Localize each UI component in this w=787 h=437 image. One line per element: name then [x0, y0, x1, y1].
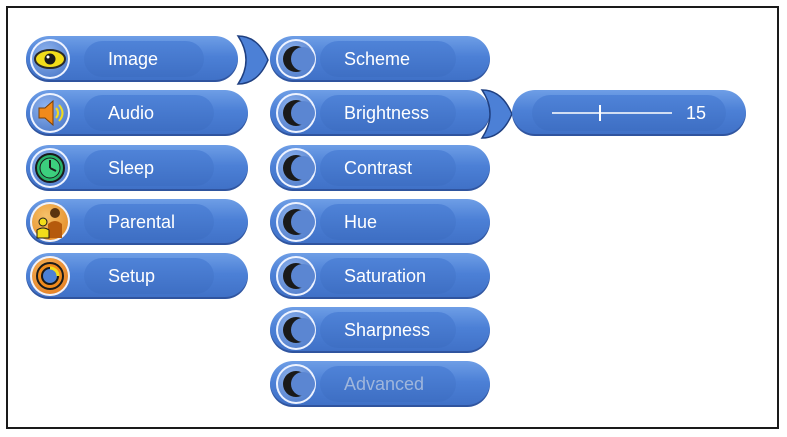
main-menu-item-label: Sleep	[108, 158, 155, 178]
pill-band	[320, 312, 456, 348]
screen-frame: Image Audio	[6, 6, 779, 429]
chevron-right-icon	[480, 89, 513, 139]
pill-band	[320, 258, 456, 294]
crescent-icon	[276, 148, 316, 188]
setup-icon	[30, 256, 70, 296]
main-menu-item-label: Image	[108, 49, 159, 69]
submenu-item-label: Hue	[344, 212, 378, 232]
brightness-slider[interactable]	[552, 103, 682, 123]
brightness-value: 15	[686, 103, 707, 123]
crescent-icon	[276, 39, 316, 79]
submenu-item-label: Scheme	[344, 49, 411, 69]
crescent-icon	[276, 364, 316, 404]
main-menu-item-label: Setup	[108, 266, 156, 286]
crescent-icon	[276, 202, 316, 242]
submenu-item-label: Sharpness	[344, 320, 431, 340]
pill-band	[84, 258, 214, 294]
main-menu-item-sleep[interactable]: Sleep	[26, 145, 248, 191]
main-menu-item-image[interactable]: Image	[26, 36, 238, 82]
submenu-item-label: Contrast	[344, 158, 413, 178]
submenu-item-scheme[interactable]: Scheme	[270, 36, 490, 82]
submenu-item-hue[interactable]: Hue	[270, 199, 490, 245]
pill-band	[320, 204, 456, 240]
crescent-icon	[276, 93, 316, 133]
chevron-right-icon	[236, 35, 269, 85]
pill-band	[84, 150, 214, 186]
submenu-item-contrast[interactable]: Contrast	[270, 145, 490, 191]
pill-band	[320, 150, 456, 186]
submenu-item-advanced[interactable]: Advanced	[270, 361, 490, 407]
pill-band	[320, 41, 456, 77]
main-menu-item-parental[interactable]: Parental	[26, 199, 248, 245]
pill-band	[320, 95, 456, 131]
pill-band	[84, 95, 214, 131]
submenu-item-sharpness[interactable]: Sharpness	[270, 307, 490, 353]
pill-band	[84, 41, 204, 77]
submenu-item-label: Brightness	[344, 103, 430, 123]
submenu-item-label: Saturation	[344, 266, 427, 286]
main-menu-item-audio[interactable]: Audio	[26, 90, 248, 136]
pill-band	[84, 204, 214, 240]
main-menu-item-label: Audio	[108, 103, 155, 123]
submenu-item-label: Advanced	[344, 374, 425, 394]
main-menu-item-setup[interactable]: Setup	[26, 253, 248, 299]
speaker-icon	[30, 93, 70, 133]
submenu-item-saturation[interactable]: Saturation	[270, 253, 490, 299]
crescent-icon	[276, 256, 316, 296]
main-menu-item-label: Parental	[108, 212, 176, 232]
submenu-item-brightness[interactable]: Brightness	[270, 90, 490, 136]
eye-icon	[30, 39, 70, 79]
brightness-slider-panel: 15	[512, 90, 746, 136]
pill-band	[320, 366, 456, 402]
clock-icon	[30, 148, 70, 188]
parent-child-icon	[30, 202, 70, 242]
crescent-icon	[276, 310, 316, 350]
